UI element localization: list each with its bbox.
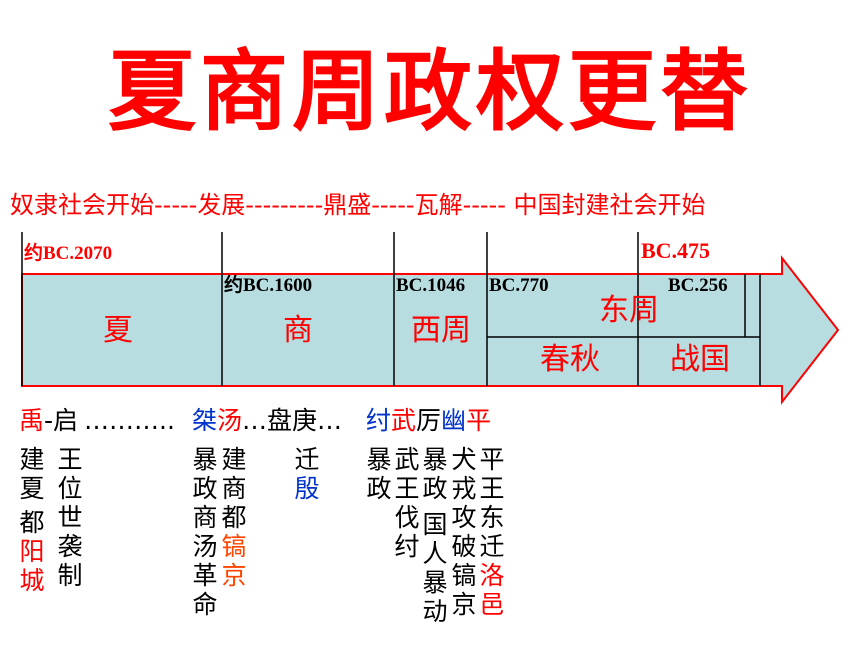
ruler-row: 禹-启 [19,408,78,433]
ruler-you: 幽 [441,406,467,435]
ruler-row-3: 纣武厉幽平 [366,408,491,433]
era-xia: 夏 [103,313,133,348]
ruler-dots-3: … [317,406,343,435]
event-tang-b: 镐京 [221,532,247,590]
ruler-jie: 桀 [192,406,218,435]
ruler-row-2: 桀汤…盘庚… [192,408,342,433]
ruler-dots-1: ……….. [84,406,175,435]
date-zhanguo-start: BC.475 [641,238,711,263]
stage-slave-begin: 奴隶社会开始----- [10,191,198,219]
event-wu: 武王伐纣 [394,445,420,561]
event-yu-c: 阳城 [19,537,45,595]
ruler-yu: 禹 [19,406,45,435]
stage-decline: 瓦解----- [414,191,506,219]
era-zhanguo: 战国 [670,342,730,377]
stage-labels: 奴隶社会开始-----发展---------鼎盛-----瓦解----- 中国封… [10,193,706,217]
era-dongzhou: 东周 [599,293,659,328]
ruler-zhou: 纣 [366,406,392,435]
ruler-li: 厉 [416,406,442,435]
stage-peak: 鼎盛----- [323,191,415,219]
era-xizhou: 西周 [411,313,471,348]
ruler-dots-2: … [242,406,268,435]
stage-development: 发展--------- [197,191,324,219]
date-xizhou-start: BC.1046 [396,275,466,296]
era-chunqiu: 春秋 [540,342,600,377]
event-yu-b: 都 [19,508,45,537]
event-li-a: 暴政 [422,445,448,503]
event-pangeng-b: 殷 [294,474,320,503]
arrow-body [21,255,840,405]
event-pangeng-a: 迁 [294,445,320,474]
ruler-tang: 汤 [217,406,243,435]
date-dongzhou-start: BC.770 [489,275,549,296]
ruler-ping: 平 [466,406,492,435]
date-dongzhou-end: BC.256 [668,275,728,296]
ruler-qi: 启 [53,406,79,435]
event-jie: 暴政商汤革命 [192,445,218,619]
event-li-b: 国人暴动 [422,510,448,626]
ruler-dash: - [44,406,54,435]
stage-feudal-begin: 中国封建社会开始 [505,191,706,219]
event-zhou: 暴政 [366,445,392,503]
event-you: 犬戎攻破镐京 [451,445,477,619]
era-shang: 商 [283,313,313,348]
date-xia-start: 约BC.2070 [24,243,113,264]
ruler-wu: 武 [391,406,417,435]
date-shang-start: 约BC.1600 [224,275,313,296]
event-ping-b: 洛邑 [479,561,505,619]
event-tang-a: 建商都 [221,445,247,532]
event-ping-a: 平王东迁 [479,445,505,561]
event-qi: 王位世袭制 [57,445,83,590]
ruler-pangeng: 盘庚 [267,406,318,435]
event-yu-a: 建夏 [19,445,45,503]
page-title: 夏商周政权更替 [107,40,752,143]
